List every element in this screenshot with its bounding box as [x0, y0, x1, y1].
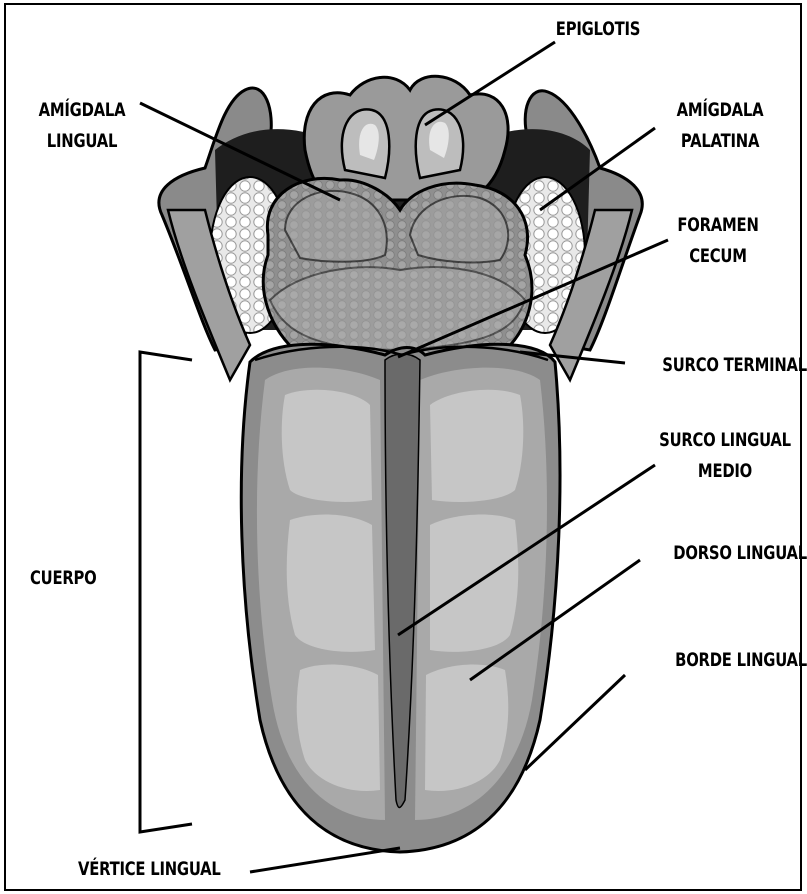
label-foramen-cecum: FORAMEN CECUM: [671, 210, 765, 272]
label-vertice-lingual: VÉRTICE LINGUAL: [78, 854, 221, 885]
label-surco-lingual-medio: SURCO LINGUAL MEDIO: [659, 425, 792, 487]
cuerpo-bracket: [140, 352, 192, 832]
label-borde-lingual: BORDE LINGUAL: [646, 645, 807, 676]
label-cuerpo: CUERPO: [30, 563, 97, 594]
label-amigdala-palatina: AMÍGDALA PALATINA: [673, 95, 767, 157]
tongue-left-patch-1: [282, 390, 372, 502]
tongue-left-patch-2: [287, 515, 375, 652]
label-surco-terminal: SURCO TERMINAL: [646, 350, 807, 381]
leader-vertice-lingual: [250, 848, 400, 872]
label-epiglotis: EPIGLOTIS: [551, 14, 645, 45]
lingual-tonsil-lower-band: [270, 267, 525, 350]
tongue-right-patch-1: [430, 390, 523, 502]
label-amigdala-lingual: AMÍGDALA LINGUAL: [35, 95, 129, 157]
label-dorso-lingual: DORSO LINGUAL: [646, 538, 807, 569]
